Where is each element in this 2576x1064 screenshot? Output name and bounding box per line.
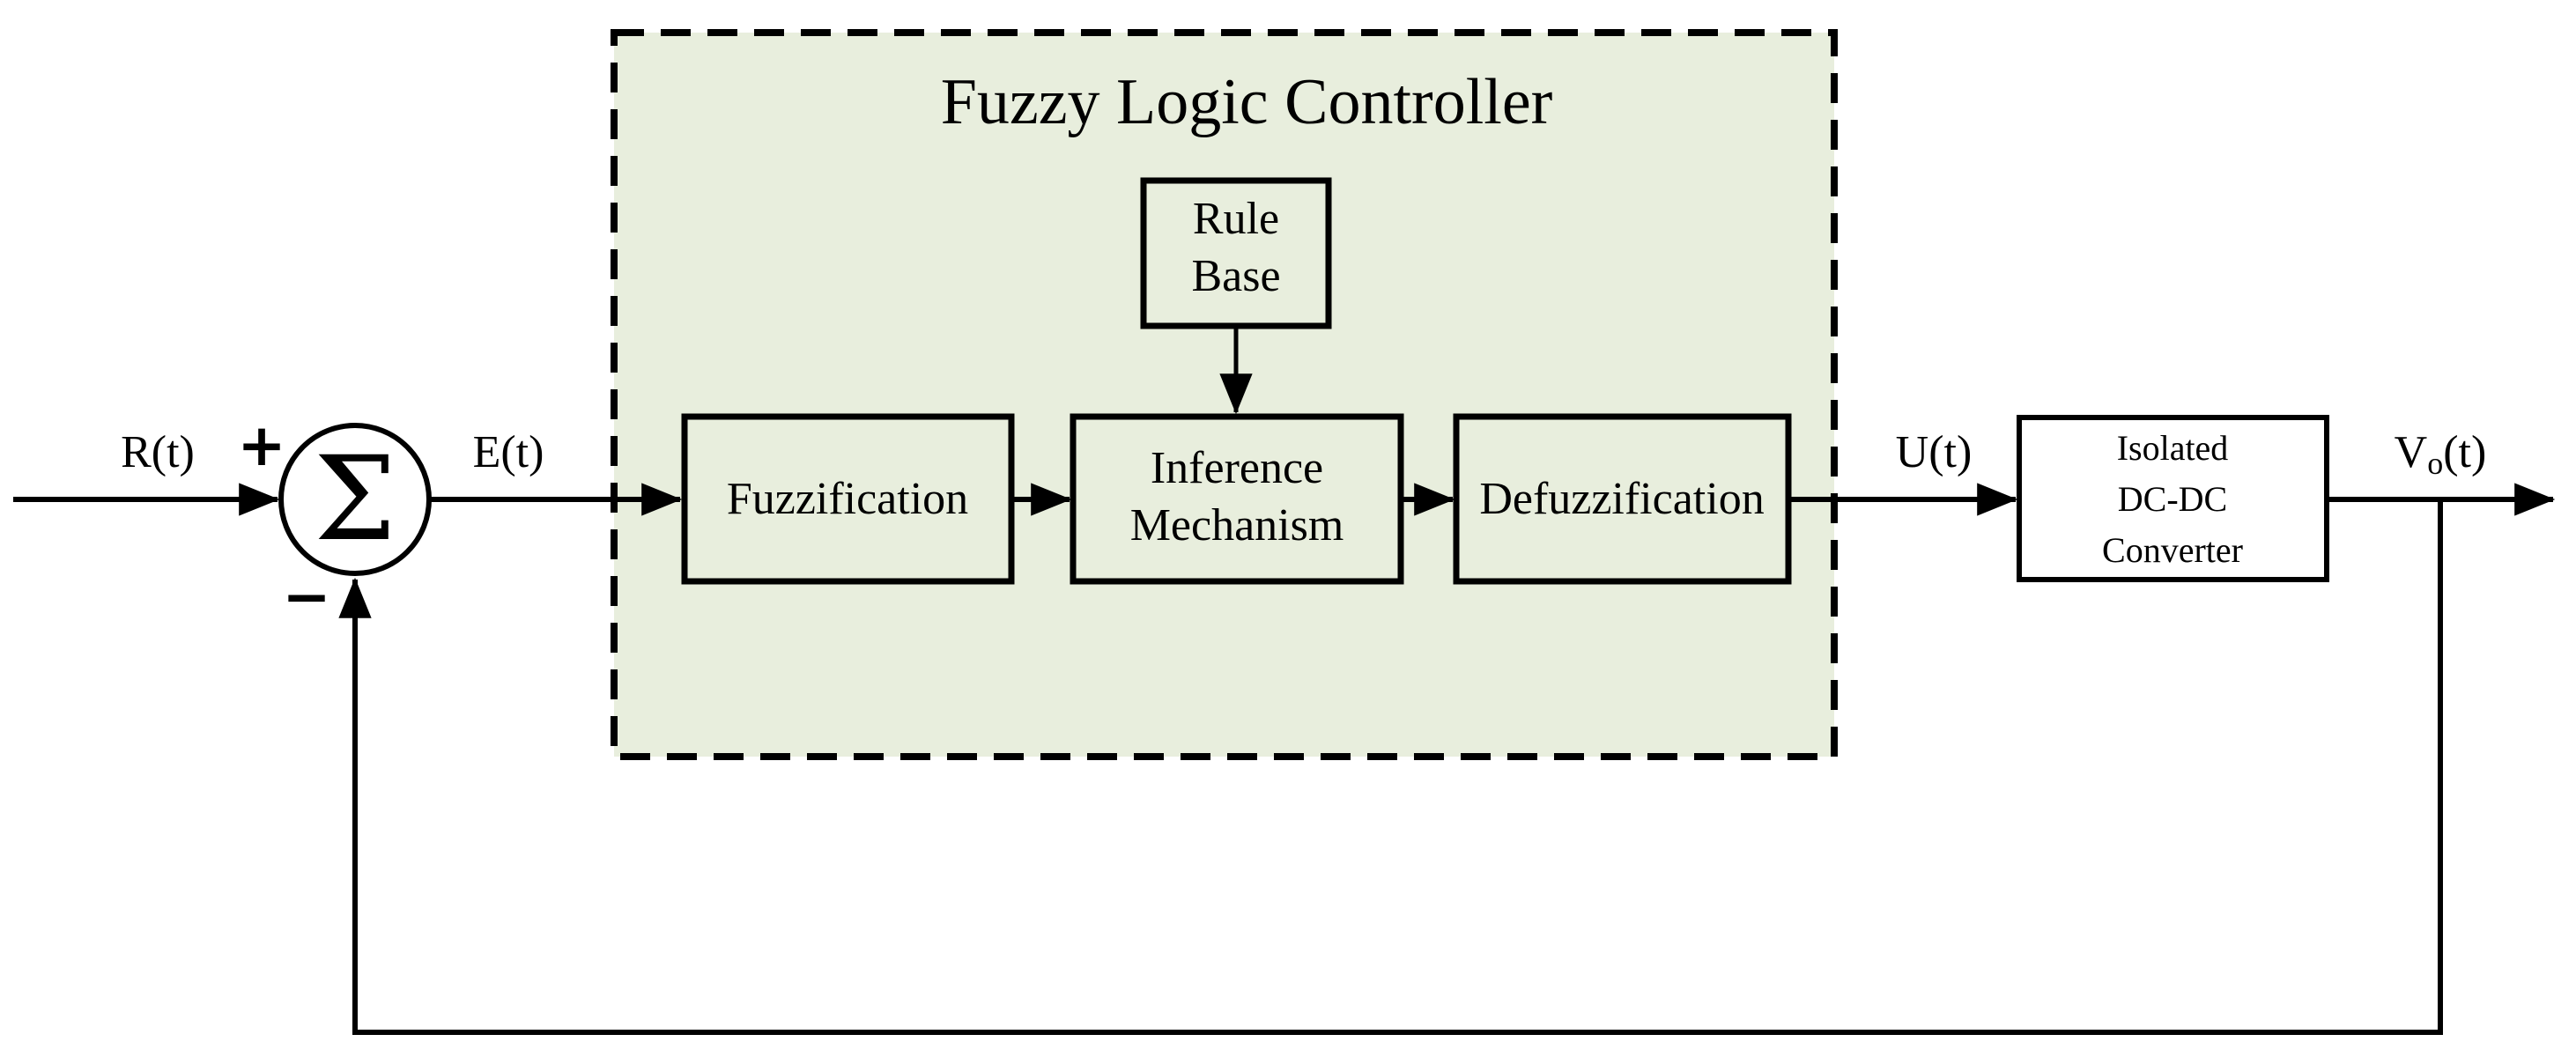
dcdc-converter-label-line2: DC-DC xyxy=(2118,479,2227,519)
fuzzification-label: Fuzzification xyxy=(727,474,968,524)
output-signal-label: Vo(t) xyxy=(2395,427,2487,481)
dcdc-converter-label-line3: Converter xyxy=(2102,530,2243,570)
inference-mechanism-label-line2: Mechanism xyxy=(1130,500,1344,550)
dcdc-converter-box xyxy=(2017,415,2329,582)
error-signal-label: E(t) xyxy=(473,427,544,477)
output-signal-v: V xyxy=(2395,427,2428,477)
fuzzy-logic-controller-region xyxy=(611,29,1838,760)
control-signal-label: U(t) xyxy=(1896,427,1973,477)
output-signal-suffix: (t) xyxy=(2443,427,2486,477)
summing-junction-sigma: Σ xyxy=(314,432,396,567)
reference-signal-label: R(t) xyxy=(121,427,195,477)
rule-base-label-line2: Base xyxy=(1191,251,1280,301)
defuzzification-label: Defuzzification xyxy=(1479,474,1764,524)
feedback-loop-wire xyxy=(338,499,2443,1035)
plus-sign: + xyxy=(237,411,285,479)
minus-sign: − xyxy=(282,563,330,631)
rule-base-box xyxy=(1140,177,1332,329)
inference-mechanism-label-line1: Inference xyxy=(1151,443,1323,493)
dcdc-converter-label-line1: Isolated xyxy=(2117,428,2229,468)
rule-base-label-line1: Rule xyxy=(1193,194,1279,244)
output-signal-subscript: o xyxy=(2427,446,2443,481)
fuzzy-logic-controller-title: Fuzzy Logic Controller xyxy=(941,66,1553,138)
